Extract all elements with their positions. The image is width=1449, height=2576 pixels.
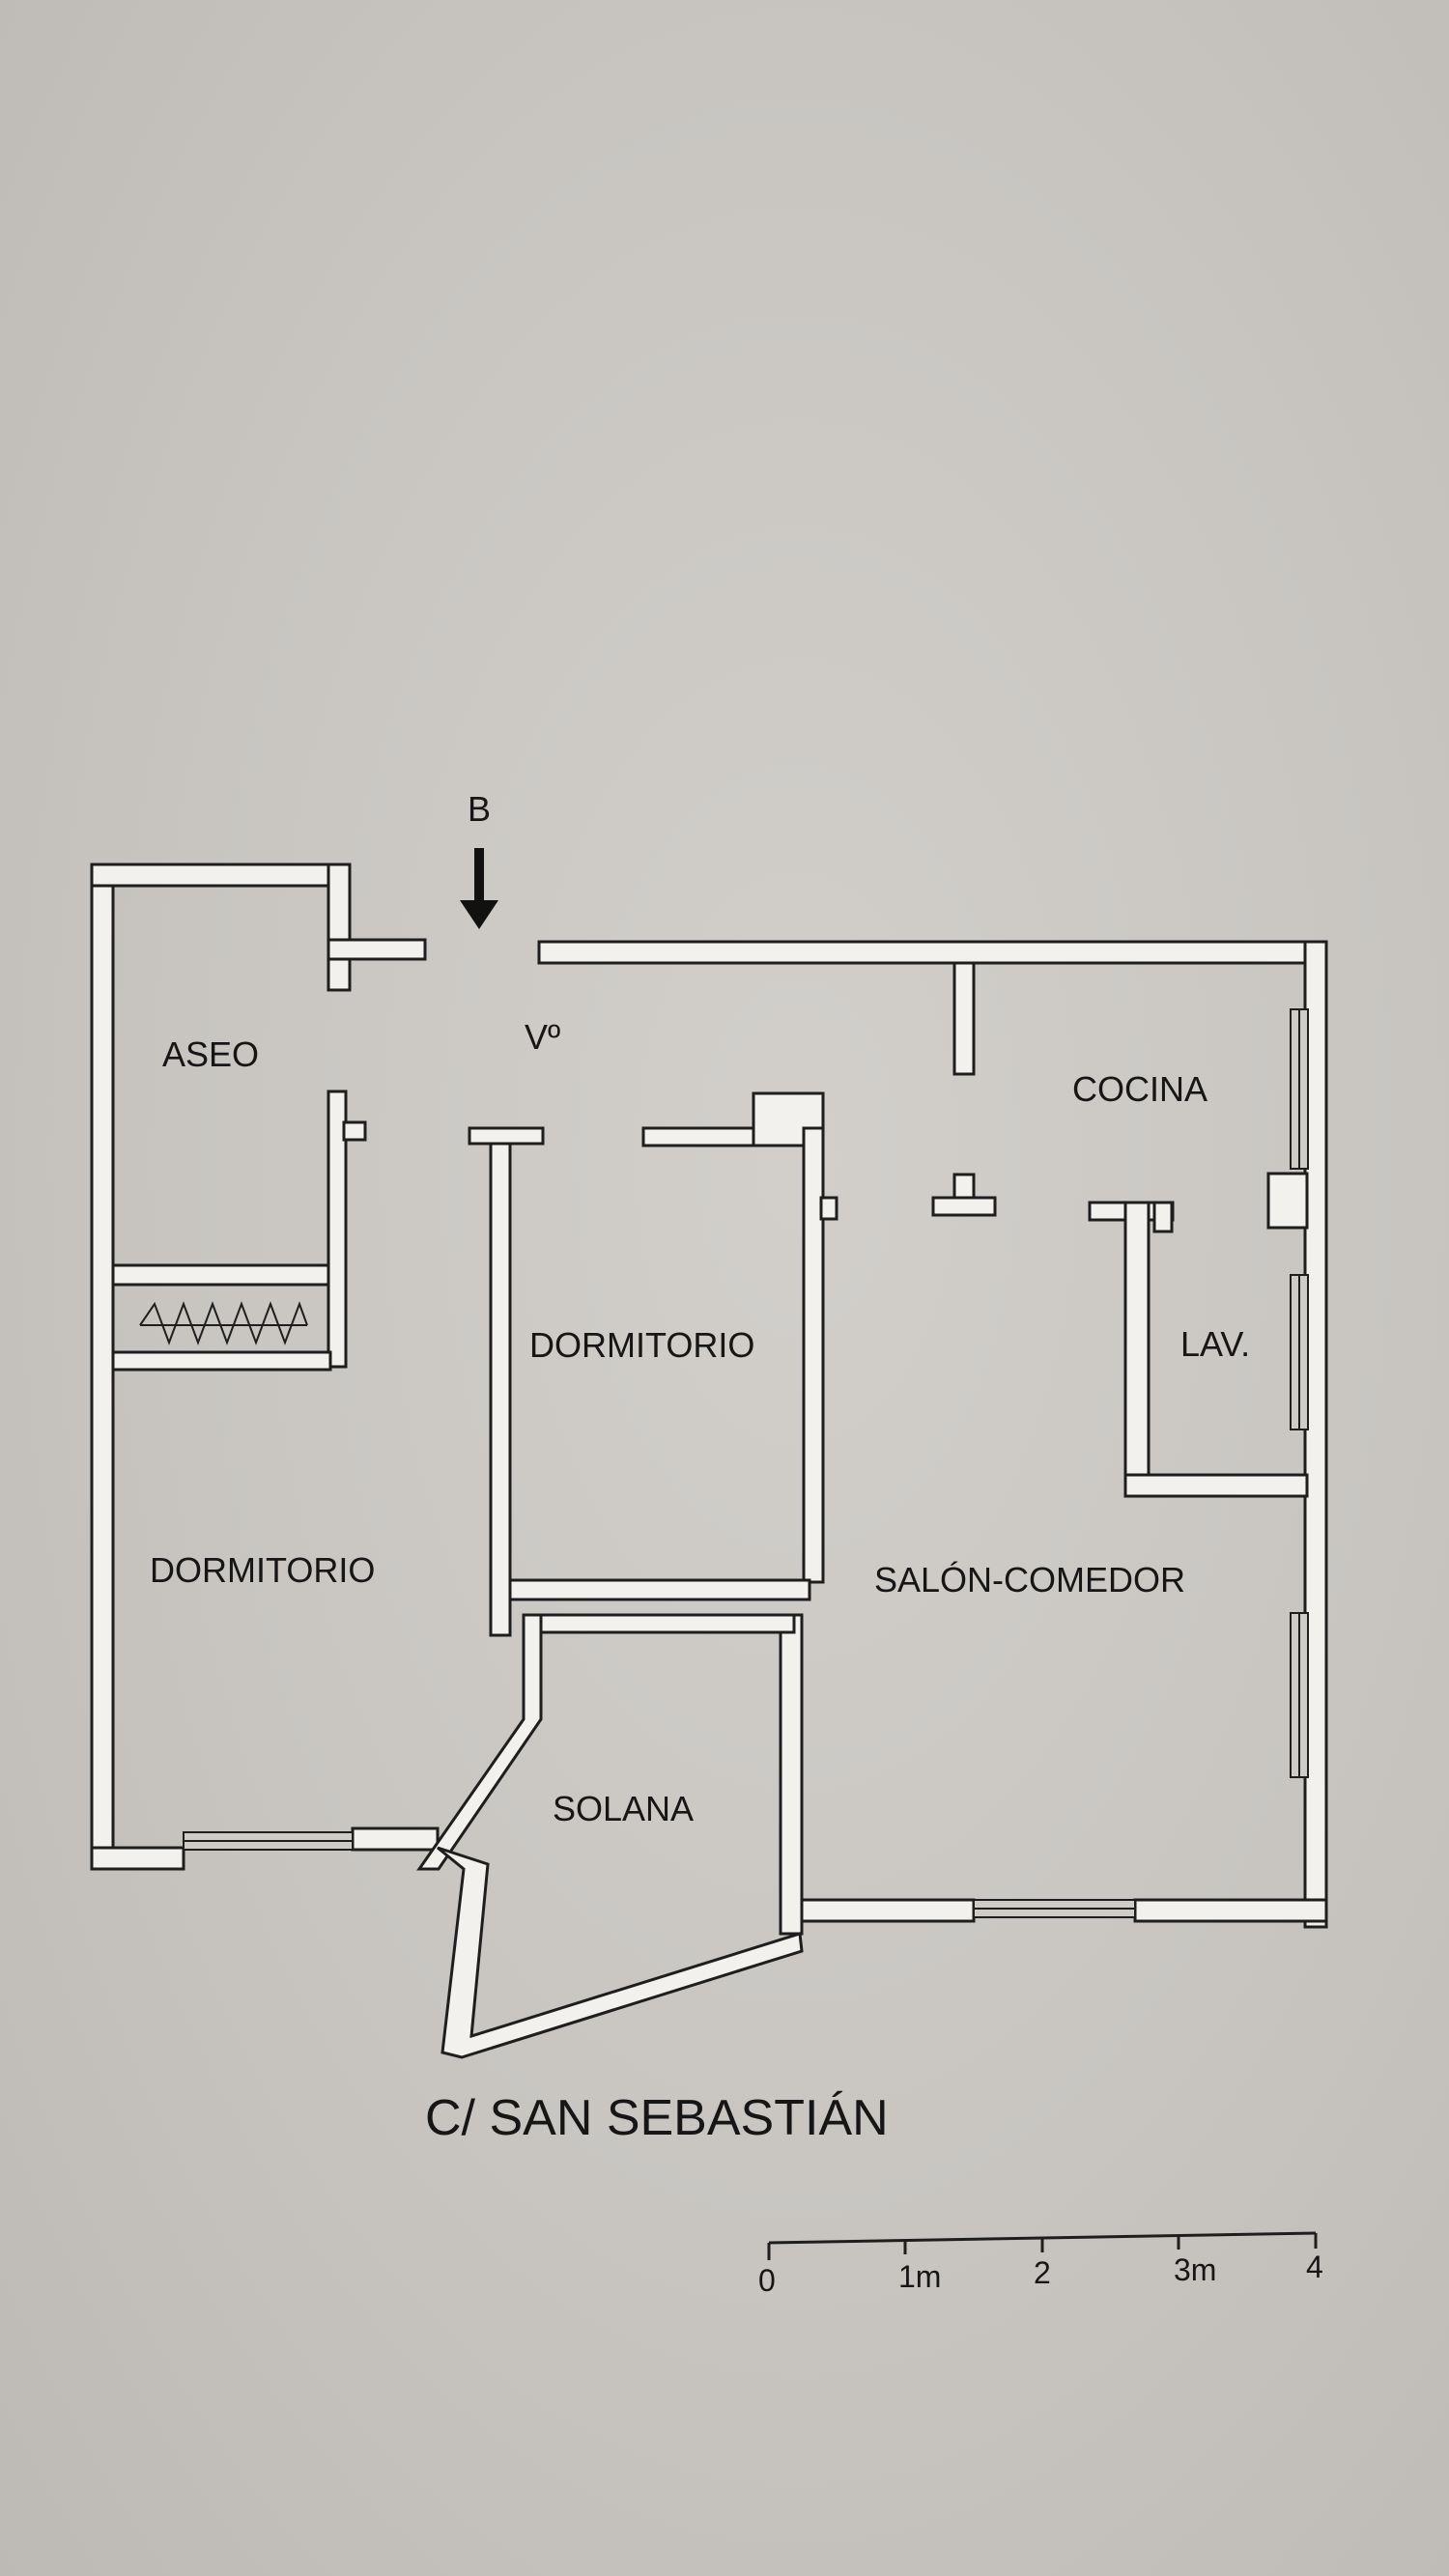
room-label-dormitorio-izq: DORMITORIO xyxy=(150,1550,375,1590)
room-label-salon-comedor: SALÓN-COMEDOR xyxy=(874,1560,1185,1599)
scale-tick-2: 2 xyxy=(1034,2255,1051,2290)
wall-lav-bottom xyxy=(1123,1473,1309,1498)
wall-aseo-stub xyxy=(327,938,427,961)
armario-zigzag-icon xyxy=(139,1301,308,1345)
scale-tick-1: 1m xyxy=(898,2259,941,2294)
room-label-dormitorio-centro: DORMITORIO xyxy=(529,1325,754,1365)
room-label-cocina: COCINA xyxy=(1072,1069,1208,1109)
room-label-aseo: ASEO xyxy=(162,1034,259,1074)
wall-island-base xyxy=(931,1196,997,1217)
wall-top-right xyxy=(537,940,1328,965)
interior-walls xyxy=(111,961,1309,2059)
wall-solana-top xyxy=(522,1613,796,1634)
scale-bar: 0 1m 2 3m 4 xyxy=(758,2231,1323,2298)
wall-top-left xyxy=(90,863,352,888)
wall-bottom-left-a xyxy=(90,1846,185,1871)
wall-bottom-right-a xyxy=(798,1898,976,1923)
wall-hall-left xyxy=(489,1126,512,1637)
wall-aseo-bottom xyxy=(111,1263,332,1287)
scale-tick-0: 0 xyxy=(758,2263,776,2298)
wall-right xyxy=(1303,940,1328,1929)
wall-aseo-top-drop xyxy=(327,863,352,992)
wall-cocina-right-notch xyxy=(1266,1172,1309,1230)
wall-cocina-divider xyxy=(952,961,976,1076)
wall-lav-top-stub xyxy=(1152,1201,1174,1233)
room-label-solana: SOLANA xyxy=(553,1789,694,1828)
entrance-label: B xyxy=(468,789,491,829)
wall-left xyxy=(90,863,115,1871)
wall-bottom-right-b xyxy=(1133,1898,1328,1923)
room-label-lavadero: LAV. xyxy=(1180,1324,1250,1364)
wall-hall-left-cap xyxy=(468,1126,545,1146)
wall-solana-left xyxy=(416,1613,543,1871)
scale-tick-4: 4 xyxy=(1306,2250,1323,2284)
wall-aseo-right xyxy=(327,1090,348,1369)
wall-armario-bottom xyxy=(111,1350,332,1372)
wall-dorm-right-stub xyxy=(819,1196,838,1221)
wall-solana-right xyxy=(779,1613,804,1936)
wall-bottom-left-b xyxy=(351,1826,440,1852)
wall-solana-bay xyxy=(437,1846,804,2059)
street-name: C/ SAN SEBASTIÁN xyxy=(425,2090,889,2146)
wall-lav-left xyxy=(1123,1201,1151,1497)
scale-tick-3: 3m xyxy=(1174,2252,1216,2287)
wall-dorm-right xyxy=(802,1126,825,1584)
wall-aseo-stub-right xyxy=(342,1120,367,1142)
room-label-vestibulo: Vº xyxy=(525,1017,560,1057)
entrance-arrow-icon xyxy=(460,848,498,929)
wall-dorm-bottom xyxy=(508,1578,811,1601)
